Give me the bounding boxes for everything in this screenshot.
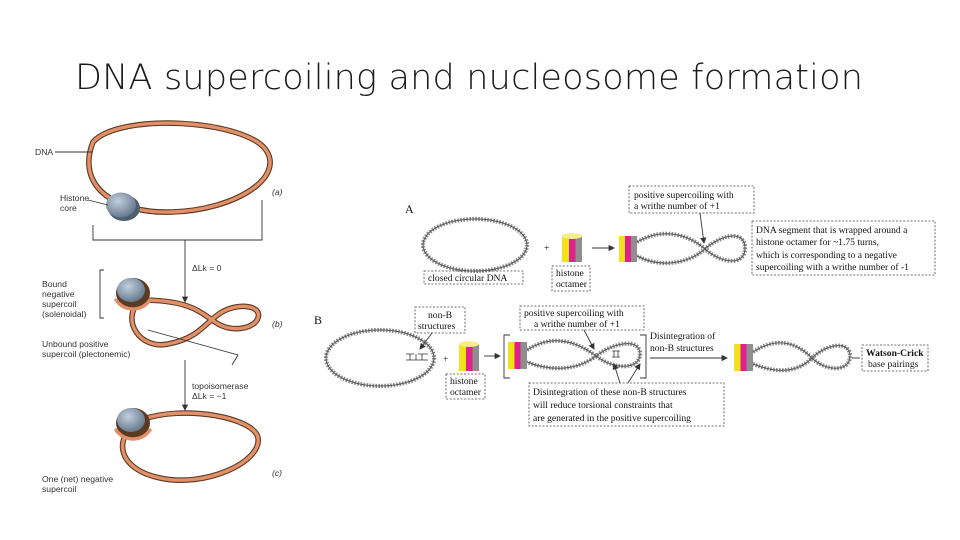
histone-octamer-b (459, 341, 479, 371)
pos-super-a-label-1: positive supercoiling with (634, 190, 734, 201)
unbound-label-2: supercoil (plectonemic) (42, 349, 130, 359)
pos-super-a-label-2: a writhe number of +1 (634, 201, 720, 212)
histone-core-label-2: core (60, 203, 77, 213)
histone-octamer-a-label-2: octamer (556, 279, 588, 290)
plus-sign-b: + (443, 354, 448, 365)
bracket-a (92, 200, 263, 241)
left-figure: DNA Histone core (a) ΔLk = 0 Bound negat… (35, 120, 283, 494)
right-figure: A closed circular DNA + histone octamer … (314, 185, 936, 427)
net-negative-loop (119, 410, 261, 483)
disint-bot-box (528, 382, 725, 427)
histone-core-b (114, 278, 152, 311)
panel-a-letter: A (405, 202, 414, 216)
topoisomerase-label: topoisomerase (192, 381, 249, 391)
unbound-label-1: Unbound positive (42, 339, 109, 349)
arrow-pos-super-a (699, 212, 707, 244)
arrow-nonb (419, 332, 433, 350)
histone-leader-line (87, 199, 109, 206)
histone-octamer-b-label-1: histone (450, 376, 478, 387)
circular-dna-with-nonb (323, 327, 437, 389)
histone-octamer-a-box (551, 265, 591, 292)
histone-octamer-a (562, 233, 582, 262)
disint-bot-label-2: will reduce torsional constraints that (533, 400, 673, 411)
closed-circular-label: closed circular DNA (428, 273, 507, 284)
pos-super-b-label-2: a writhe number of +1 (534, 319, 620, 330)
panel-c-label: (c) (272, 468, 282, 478)
watson-box (861, 344, 929, 372)
slide-title: DNA supercoiling and nucleosome formatio… (75, 58, 864, 98)
disint-top-label-2: non-B structures (650, 343, 714, 354)
figure-eight-dna-b (508, 338, 643, 371)
wrapped-box (751, 220, 936, 276)
relaxed-dna-loop (86, 120, 273, 215)
bound-bracket (99, 269, 104, 319)
net-negative-label-1: One (net) negative (42, 474, 113, 484)
bracket-left (503, 334, 510, 379)
disint-top-label-1: Disintegration of (650, 331, 716, 342)
disint-bot-label-3: are generated in the positive supercoili… (533, 413, 691, 424)
histone-octamer-b-label-2: octamer (450, 387, 482, 398)
bound-label-3: supercoil (42, 299, 76, 309)
bracket-right (640, 334, 647, 379)
delta-lk-zero: ΔLk = 0 (192, 263, 222, 273)
delta-lk-minus-one: ΔLk = −1 (192, 391, 227, 401)
arrow-disint-1 (612, 363, 621, 384)
arrow-disint-2 (627, 363, 641, 384)
panel-a-label: (a) (272, 187, 283, 197)
closed-circular-dna (420, 216, 530, 274)
histone-core-c (114, 408, 152, 441)
panel-b-label: (b) (272, 319, 283, 329)
histone-octamer-b-box (445, 373, 486, 400)
unbound-bracket (147, 329, 239, 366)
closed-circular-box (423, 270, 524, 285)
disint-bot-label-1: Disintegration of these non-B structures (533, 387, 687, 398)
net-negative-label-2: supercoil (42, 484, 76, 494)
nonb-label-2: structures (418, 321, 456, 332)
plectonemic-dna (129, 297, 262, 348)
figure-eight-dna-a (619, 231, 748, 266)
dna-label: DNA (35, 147, 53, 157)
figure-eight-dna-final (734, 340, 853, 373)
nonb-label-1: non-B (428, 310, 452, 321)
watson-label-2: base pairings (868, 359, 919, 370)
plus-sign-a: + (544, 243, 549, 254)
bound-label-4: (solenoidal) (42, 309, 87, 319)
watson-label-1: Watson-Crick (866, 348, 924, 359)
wrapped-label-1: DNA segment that is wrapped around a (756, 225, 908, 236)
histone-core-a (106, 192, 140, 221)
wrapped-label-2: histone octamer for ~1.75 turns, (756, 237, 879, 248)
histone-core-label-1: Histone (60, 193, 89, 203)
bound-label-2: negative (42, 289, 75, 299)
bound-label-1: Bound (42, 279, 67, 289)
arrow-pos-super-b (583, 329, 595, 350)
pos-super-a-box (628, 185, 755, 214)
wrapped-label-4: supercoiling with a writhe number of -1 (756, 262, 909, 273)
nonb-box (414, 306, 466, 334)
panel-b-letter: B (314, 313, 322, 327)
wrapped-label-3: which is corresponding to a negative (756, 250, 897, 261)
histone-octamer-a-label-1: histone (556, 268, 584, 279)
pos-super-b-label-1: positive supercoiling with (524, 308, 624, 319)
pos-super-b-box (519, 305, 645, 331)
